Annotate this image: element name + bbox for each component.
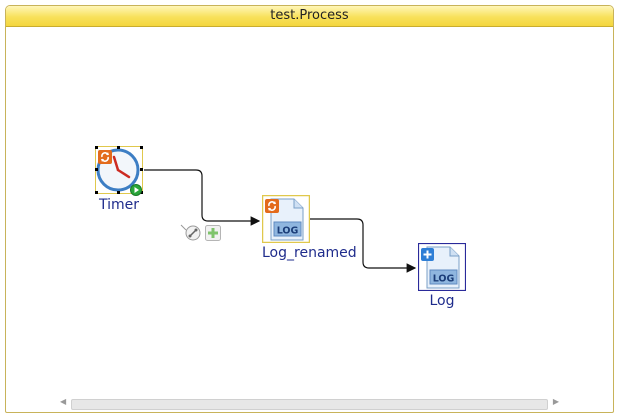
horizontal-scrollbar[interactable]: ◀ ▶ bbox=[58, 397, 561, 410]
plus-icon bbox=[421, 246, 434, 261]
connection-tools bbox=[178, 222, 224, 242]
connection-timer-to-log-renamed bbox=[144, 169, 261, 226]
log-node[interactable]: LOG Log bbox=[417, 242, 467, 309]
refresh-icon bbox=[265, 198, 279, 213]
log-renamed-node[interactable]: LOG Log_renamed bbox=[261, 194, 357, 261]
svg-text:LOG: LOG bbox=[277, 226, 299, 237]
timer-node-label: Timer bbox=[98, 197, 140, 213]
window-title: test.Process bbox=[6, 6, 613, 27]
log-renamed-node-label: Log_renamed bbox=[262, 245, 357, 261]
connections-layer bbox=[144, 169, 417, 273]
process-canvas[interactable]: Timer LOG bbox=[6, 27, 613, 392]
timer-node[interactable]: Timer bbox=[95, 146, 143, 213]
log-node-label: Log bbox=[429, 293, 455, 309]
log-document-icon: LOG bbox=[417, 242, 467, 292]
add-icon[interactable] bbox=[205, 225, 221, 241]
link-icon[interactable] bbox=[185, 225, 201, 241]
connection-log-renamed-to-log bbox=[309, 218, 417, 273]
play-icon bbox=[130, 181, 142, 196]
scrollbar-thumb[interactable] bbox=[71, 399, 548, 410]
scroll-right-icon[interactable]: ▶ bbox=[552, 397, 559, 406]
process-editor-window: test.Process bbox=[5, 5, 614, 413]
scroll-left-icon[interactable]: ◀ bbox=[60, 397, 67, 406]
log-document-icon: LOG bbox=[261, 194, 311, 244]
refresh-icon bbox=[98, 149, 112, 164]
svg-text:LOG: LOG bbox=[433, 274, 455, 285]
